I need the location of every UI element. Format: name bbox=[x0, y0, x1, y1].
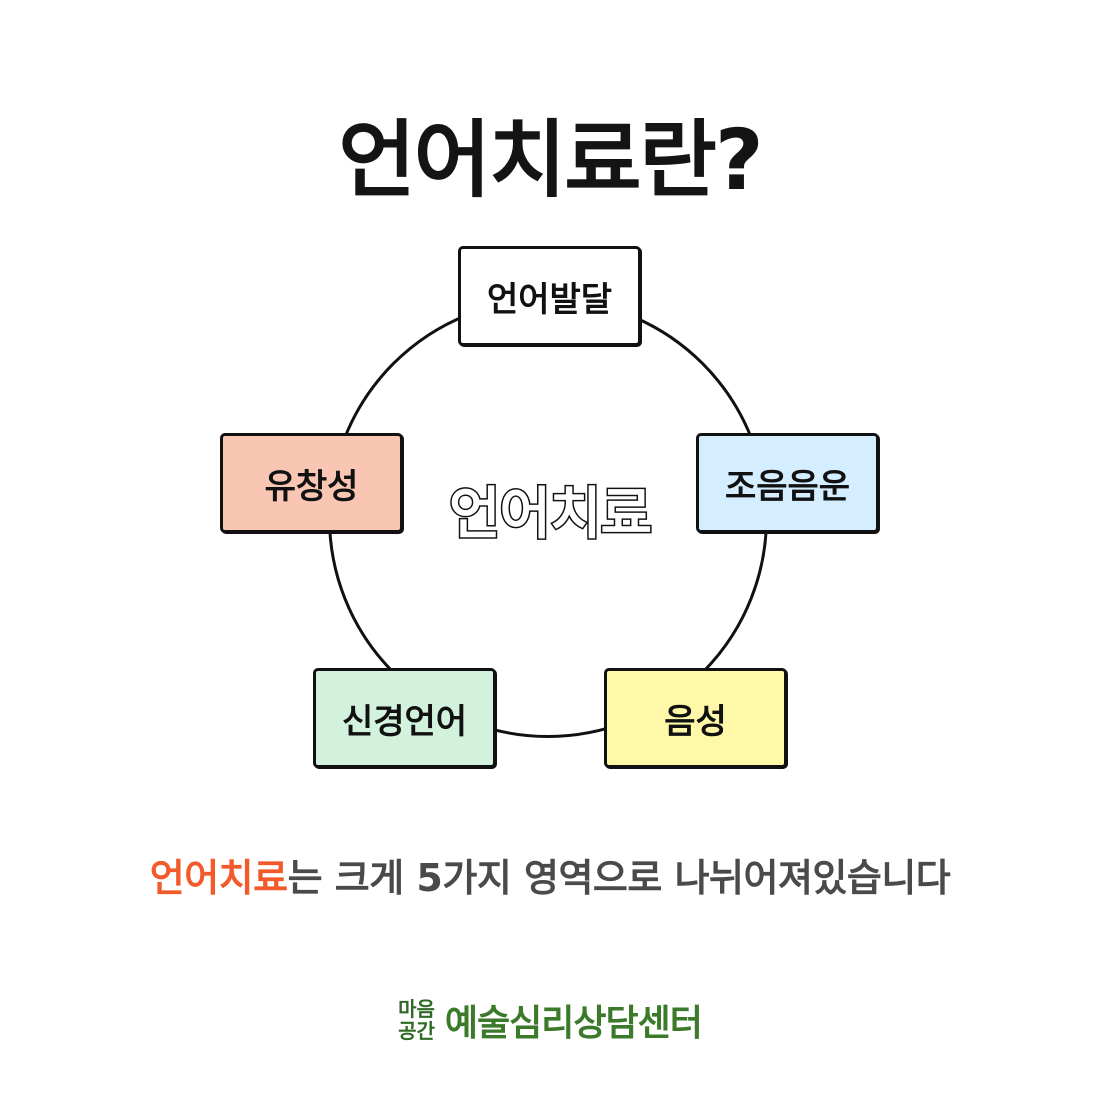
caption: 언어치료는 크게 5가지 영역으로 나뉘어져있습니다 bbox=[0, 848, 1100, 908]
page-title: 언어치료란? bbox=[338, 111, 763, 209]
node-label: 유창성 bbox=[264, 466, 359, 507]
brand-logo-icon: 마음 공간 bbox=[398, 998, 435, 1042]
node-voice: 음성 bbox=[604, 668, 787, 768]
brand-name: 예술심리상담센터 bbox=[444, 1003, 703, 1044]
brand-footer: 마음 공간 예술심리상담센터 bbox=[0, 985, 1100, 1055]
node-neurolinguistics: 신경언어 bbox=[313, 668, 496, 768]
node-label: 신경언어 bbox=[341, 701, 468, 742]
brand-logo-top: 마음 bbox=[398, 997, 435, 1021]
brand-logo-bottom: 공간 bbox=[398, 1019, 435, 1043]
caption-highlight: 언어치료 bbox=[149, 856, 288, 900]
node-label: 언어발달 bbox=[486, 279, 613, 320]
center-label: 언어치료 bbox=[447, 481, 653, 549]
node-articulation-phonology: 조음음운 bbox=[696, 433, 879, 533]
node-language-development: 언어발달 bbox=[458, 246, 641, 346]
node-fluency: 유창성 bbox=[220, 433, 403, 533]
node-label: 조음음운 bbox=[724, 466, 851, 507]
node-label: 음성 bbox=[664, 701, 727, 742]
caption-text: 는 크게 5가지 영역으로 나뉘어져있습니다 bbox=[287, 856, 951, 900]
